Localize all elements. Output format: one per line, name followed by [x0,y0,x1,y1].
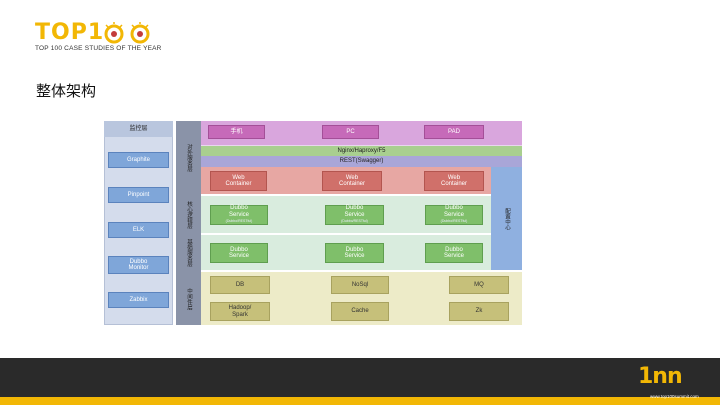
middleware-mq: MQ [449,276,509,294]
core-service-3-sub: (Dubbo/RESTful) [440,219,468,224]
middleware-cache: Cache [331,302,389,321]
footer-accent-bar [0,397,720,405]
core-service-2: Dubbo Service (Dubbo/RESTful) [325,205,384,225]
web-container-3: Web Container [424,171,484,191]
monitor-item-graphite: Graphite [108,152,169,168]
core-service-1: Dubbo Service (Dubbo/RESTful) [210,205,268,225]
layer-label-external: 对外服务层 [186,143,192,172]
client-mobile: 手机 [208,125,265,139]
base-service-1: Dubbo Service [210,243,268,263]
layer-label-core: 核心逻辑层 [186,200,192,229]
core-service-2-sub: (Dubbo/RESTful) [341,219,368,224]
core-service-3: Dubbo Service (Dubbo/RESTful) [425,205,483,225]
layer-label-base: 基础服务层 [186,238,192,267]
web-container-1: Web Container [210,171,267,191]
client-pc: PC [322,125,379,139]
core-service-1-label: Dubbo Service [228,205,249,218]
monitor-item-dubbo-monitor: Dubbo Monitor [108,256,169,274]
rest-bar: REST(Swagger) [201,156,522,167]
base-service-3: Dubbo Service [425,243,483,263]
middleware-db: DB [210,276,270,294]
monitor-item-elk: ELK [108,222,169,238]
layer-label-middleware: 中间件层 [186,287,192,310]
footer-bar [0,358,720,397]
footer-url[interactable]: www.top100summit.com [650,394,699,399]
footer-logo: 1nn [638,364,683,389]
logo-text: TOP1 [35,20,105,45]
monitor-item-pinpoint: Pinpoint [108,187,169,203]
web-container-2: Web Container [322,171,382,191]
layer-label-column [176,121,201,325]
gateway-bar: Nginx/Haproxy/F5 [201,146,522,156]
core-service-2-label: Dubbo Service [344,205,365,218]
config-center-label: 配置中心 [504,207,510,230]
config-center-bg [491,167,522,270]
middleware-zk: Zk [449,302,509,321]
monitor-item-zabbix: Zabbix [108,292,169,308]
middleware-nosql: NoSql [331,276,389,294]
core-service-3-label: Dubbo Service [443,205,464,218]
logo-eyes-icon [104,22,150,44]
base-service-2: Dubbo Service [325,243,384,263]
page-title: 整体架构 [36,82,97,100]
core-service-1-sub: (Dubbo/RESTful) [225,219,253,224]
middleware-hadoop-spark: Hadoop/ Spark [210,302,270,321]
monitor-title: 监控层 [104,121,173,137]
logo-subtitle: TOP 100 CASE STUDIES OF THE YEAR [35,45,162,52]
client-pad: PAD [424,125,484,139]
